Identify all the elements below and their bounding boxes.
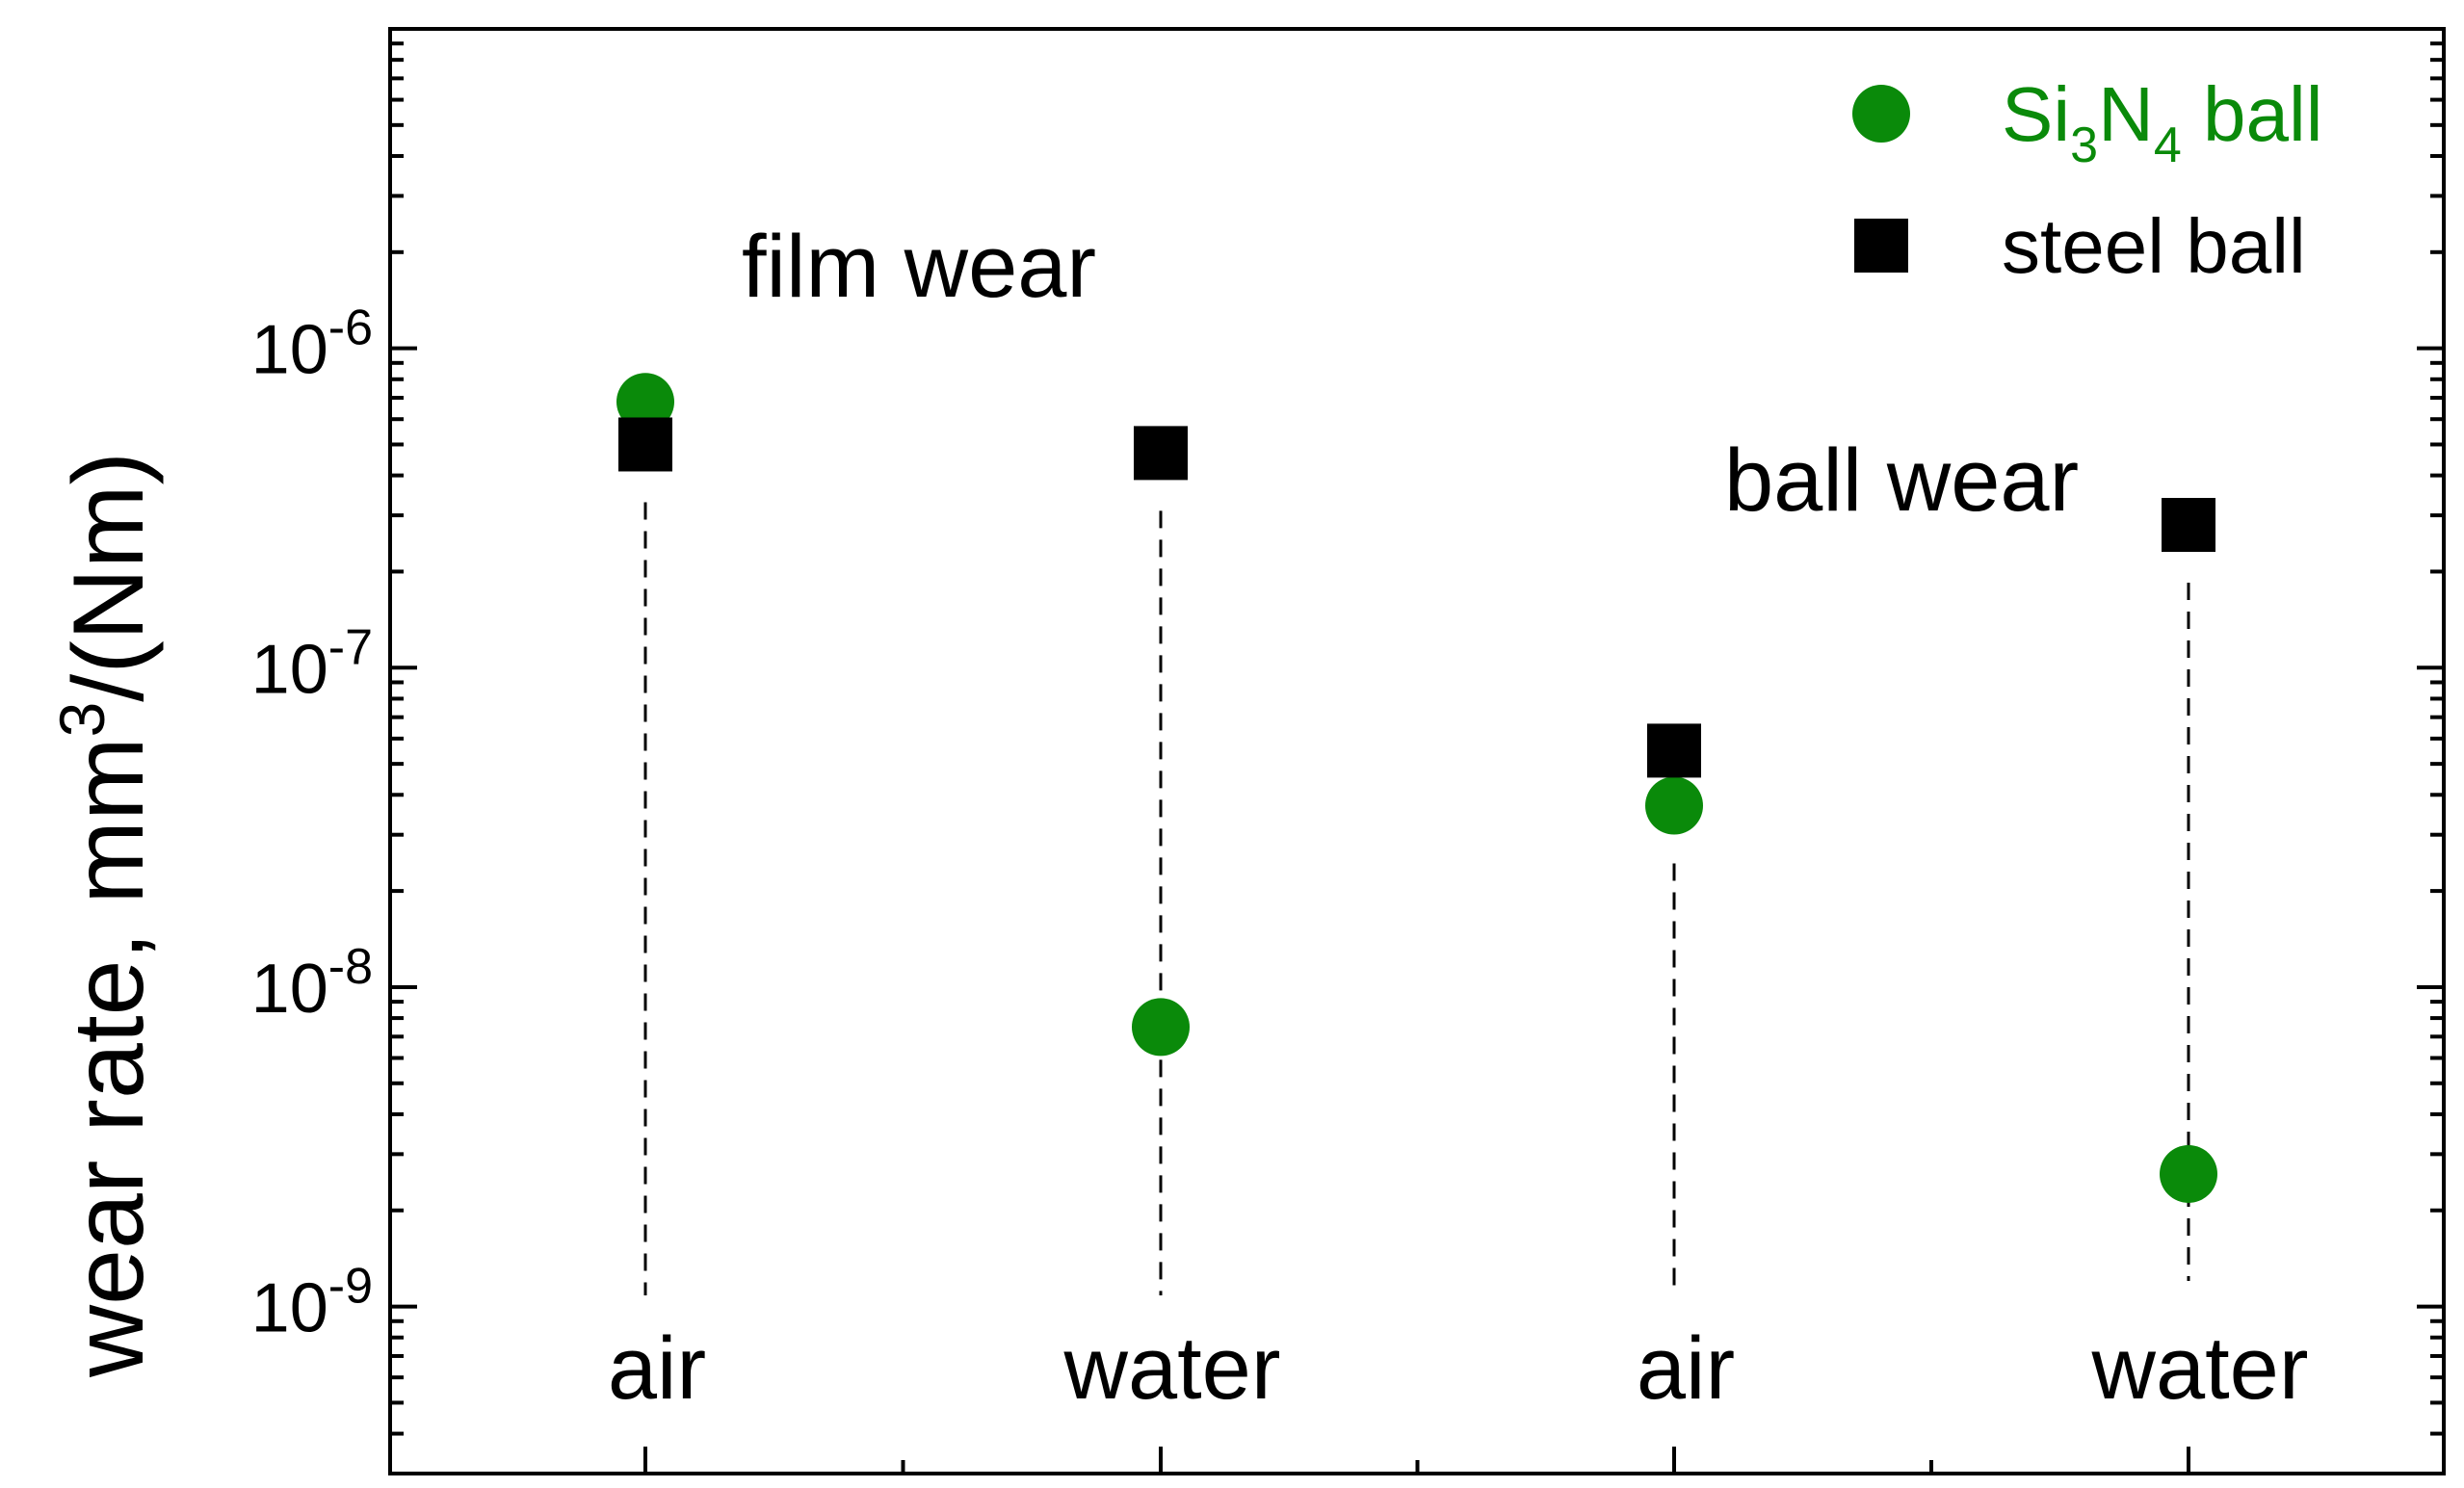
y-axis-label-main: wear rate, mm <box>53 737 165 1378</box>
y-tick-base: 10 <box>251 312 328 389</box>
y-tick-exponent: -9 <box>328 1259 373 1315</box>
y-tick-base: 10 <box>251 1270 328 1347</box>
legend-label: steel ball <box>2002 203 2306 289</box>
y-tick-base: 10 <box>251 631 328 708</box>
y-tick-label: 10-9 <box>251 1259 373 1347</box>
drop-lines <box>643 502 2190 1295</box>
category-label: water <box>1063 1319 1281 1418</box>
y-tick-label: 10-6 <box>251 300 373 389</box>
y-axis-label-end: /(Nm) <box>53 452 165 702</box>
x-ticks <box>643 1447 2190 1474</box>
y-tick-exponent: -6 <box>328 300 373 356</box>
y-tick-base: 10 <box>251 951 328 1028</box>
y-axis-label-superscript: 3 <box>46 702 118 738</box>
legend-label: Si3N4 ball <box>2002 71 2323 173</box>
category-label: air <box>608 1319 706 1418</box>
y-tick-label: 10-7 <box>251 619 373 708</box>
legend-marker-circle <box>1852 85 1910 143</box>
data-points <box>616 373 2217 1203</box>
minor-ticks <box>390 41 2444 1475</box>
annotation-film-wear: film wear <box>742 218 1096 316</box>
y-tick-label: 10-8 <box>251 939 373 1028</box>
legend: Si3N4 ball steel ball <box>1852 71 2323 289</box>
legend-marker-square <box>1854 219 1908 273</box>
y-tick-exponent: -7 <box>328 619 373 675</box>
annotation-ball-wear: ball wear <box>1724 431 2079 530</box>
point-steel-ball <box>2162 497 2215 552</box>
major-ticks <box>390 27 2444 1309</box>
point-si3n4-ball <box>1132 998 1190 1057</box>
y-tick-exponent: -8 <box>328 939 373 995</box>
category-label: water <box>2091 1319 2309 1418</box>
y-tick-labels: 10-910-810-710-6 <box>251 300 373 1347</box>
y-axis-label: wear rate, mm3/(Nm) <box>46 452 165 1378</box>
point-si3n4-ball <box>616 373 674 431</box>
category-label: air <box>1637 1319 1735 1418</box>
point-steel-ball <box>1647 723 1701 778</box>
point-si3n4-ball <box>1645 776 1703 835</box>
category-labels: air water air water <box>608 1319 2309 1418</box>
point-steel-ball <box>618 417 672 472</box>
point-si3n4-ball <box>2160 1144 2217 1203</box>
point-steel-ball <box>1134 426 1188 481</box>
